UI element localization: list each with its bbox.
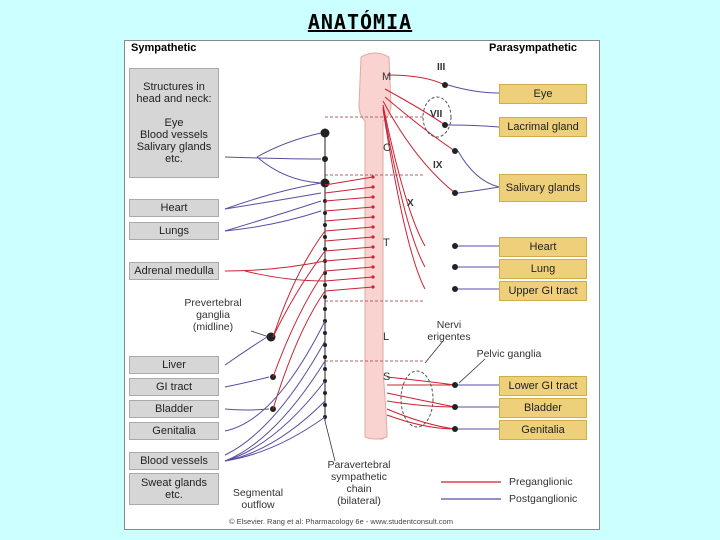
right-box-salivary-glands: Salivary glands [499, 174, 587, 202]
parasympathetic-cranial-postganglionic [447, 84, 500, 290]
left-box-gi-tract: GI tract [129, 378, 219, 396]
sympathetic-preganglionic-fibres [244, 176, 374, 410]
left-box-liver: Liver [129, 356, 219, 374]
sympathetic-postganglionic-fibres [224, 132, 326, 462]
segmental-outflow-label: Segmental outflow [232, 487, 284, 511]
diagram-canvas [224, 52, 501, 500]
parasympathetic-cranial-fibres [382, 74, 456, 290]
pelvic-ganglia-label: Pelvic ganglia [476, 348, 542, 360]
slide-title: ANATÓMIA [307, 10, 413, 34]
parasympathetic-sacral-postganglionic [458, 384, 499, 430]
cranial-nerve-vii: VII [430, 109, 443, 120]
sympathetic-header: Sympathetic [131, 42, 197, 54]
right-box-eye: Eye [499, 84, 587, 104]
nervi-erigentes-label: Nervi erigentes [427, 319, 471, 343]
segment-label-m: M [382, 71, 392, 83]
segment-label-c: C [383, 142, 391, 154]
right-box-bladder: Bladder [499, 398, 587, 418]
pelvic-ganglia [452, 382, 458, 432]
right-box-lung: Lung [499, 259, 587, 279]
right-box-upper-gi-tract: Upper GI tract [499, 281, 587, 301]
left-box-heart: Heart [129, 199, 219, 217]
segment-label-t: T [383, 237, 390, 249]
label-pointers [250, 330, 486, 462]
cranial-nerve-ix: IX [433, 160, 443, 171]
sympathetic-preganglionic-dots [371, 175, 375, 289]
parasympathetic-cranial-ganglia [442, 82, 458, 292]
cn-vii-ellipse [422, 96, 452, 138]
autonomic-nervous-system-diagram: Sympathetic Parasympathetic Structures i… [124, 40, 600, 530]
left-box-adrenal-medulla: Adrenal medulla [129, 262, 219, 280]
nervi-erigentes-ellipse [400, 370, 434, 428]
copyright-notice: © Elsevier. Rang et al: Pharmacology 6e … [229, 517, 453, 526]
legend-preganglionic-label: Preganglionic [509, 476, 573, 488]
right-box-lacrimal-gland: Lacrimal gland [499, 117, 587, 137]
right-box-heart: Heart [499, 237, 587, 257]
cranial-nerve-iii: III [437, 62, 446, 73]
segment-label-s: S [383, 371, 391, 383]
left-box-head-neck: Structures in head and neck: Eye Blood v… [129, 68, 219, 178]
segment-label-l: L [383, 331, 390, 343]
parasympathetic-header: Parasympathetic [489, 42, 578, 54]
left-box-lungs: Lungs [129, 222, 219, 240]
segment-dividers [325, 116, 425, 362]
cranial-nerve-x: X [407, 198, 414, 209]
spinal-cord-outline [358, 52, 392, 440]
right-box-genitalia: Genitalia [499, 420, 587, 440]
left-box-sweat-glands: Sweat glands etc. [129, 473, 219, 505]
left-box-blood-vessels: Blood vessels [129, 452, 219, 470]
prevertebral-ganglia-label: Prevertebral ganglia (midline) [184, 297, 242, 333]
adrenal-preganglionic-fibre [224, 260, 326, 272]
legend-postganglionic-label: Postganglionic [509, 493, 578, 505]
left-box-bladder: Bladder [129, 400, 219, 418]
right-box-lower-gi-tract: Lower GI tract [499, 376, 587, 396]
left-box-genitalia: Genitalia [129, 422, 219, 440]
paravertebral-chain-label: Paravertebral sympathetic chain (bilater… [327, 459, 391, 507]
parasympathetic-sacral-fibres [386, 376, 456, 430]
